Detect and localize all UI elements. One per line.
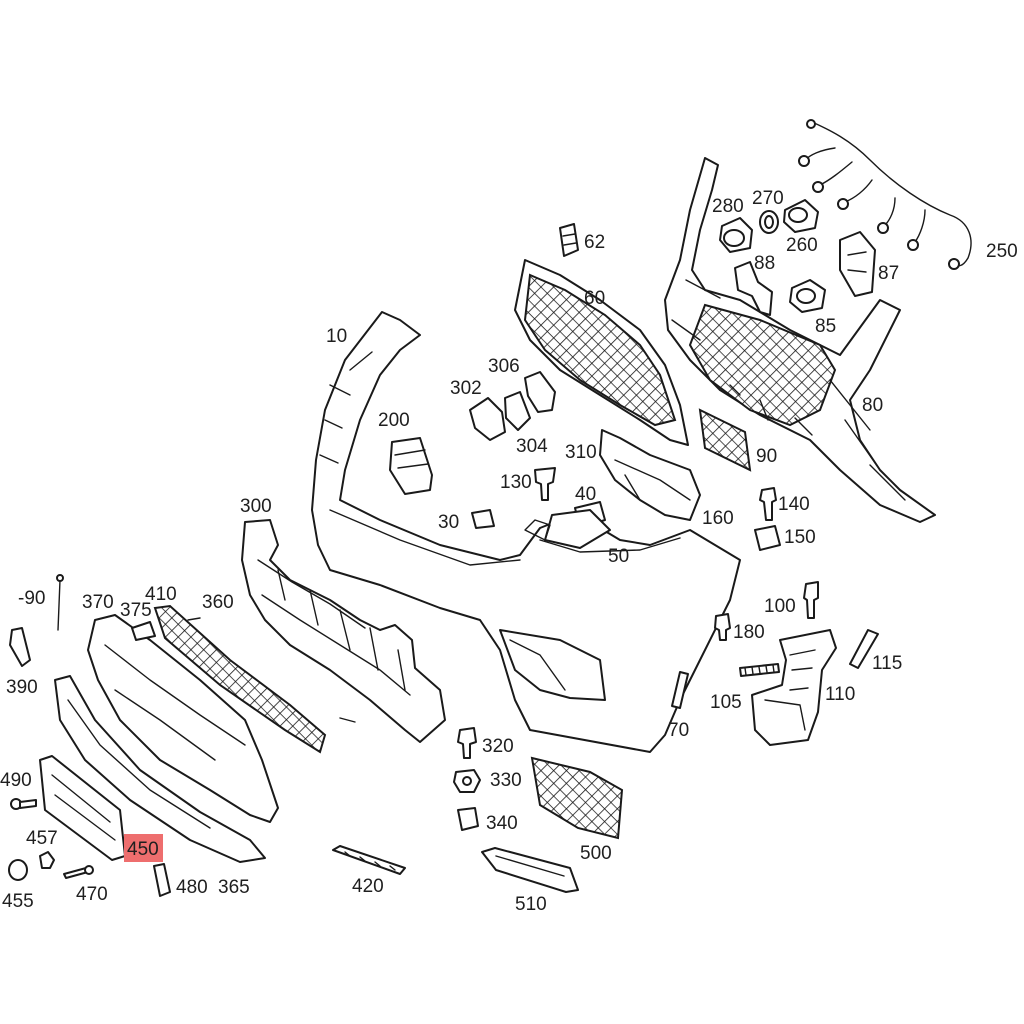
part-390-bracket[interactable]	[9, 627, 31, 667]
label-420: 420	[352, 876, 384, 897]
part-340-clip[interactable]	[457, 807, 479, 831]
label-200: 200	[378, 410, 410, 431]
part-490-screw[interactable]	[10, 798, 37, 810]
label-110: 110	[825, 684, 855, 705]
label-150: 150	[784, 527, 816, 548]
part-306-bracket[interactable]	[524, 371, 556, 413]
label-450-highlight	[124, 834, 163, 862]
label-160: 160	[702, 508, 734, 529]
part-310-bracket[interactable]	[599, 429, 701, 521]
part-500-side-grille[interactable]	[530, 756, 624, 840]
label-270: 270	[752, 188, 784, 209]
label-80: 80	[862, 395, 883, 416]
label-minus90: -90	[18, 588, 45, 609]
part-85-sensor[interactable]	[789, 279, 826, 313]
part-510-trim[interactable]	[481, 847, 579, 893]
part-62-clip[interactable]	[559, 223, 579, 257]
part-130-clip[interactable]	[534, 467, 556, 501]
label-70: 70	[668, 720, 689, 741]
label-360: 360	[202, 592, 234, 613]
label-390: 390	[6, 677, 38, 698]
label-302: 302	[450, 378, 482, 399]
part-140-bolt[interactable]	[759, 487, 777, 521]
part-470-screw[interactable]	[63, 865, 94, 879]
label-260: 260	[786, 235, 818, 256]
label-50: 50	[608, 546, 629, 567]
part-270-ring[interactable]	[759, 210, 779, 234]
label-140: 140	[778, 494, 810, 515]
label-85: 85	[815, 316, 836, 337]
part-370-lower-cover[interactable]	[87, 614, 279, 823]
part-90-grille-insert[interactable]	[698, 408, 752, 472]
label-470: 470	[76, 884, 108, 905]
part-87-bracket[interactable]	[839, 231, 876, 297]
part-10-bumper-cover[interactable]	[311, 311, 741, 753]
label-365: 365	[218, 877, 250, 898]
part-180-bolt[interactable]	[714, 613, 731, 641]
label-100: 100	[764, 596, 796, 617]
part-304-bracket[interactable]	[504, 391, 531, 431]
label-62: 62	[584, 232, 605, 253]
part-70-reflector-strip[interactable]	[671, 671, 689, 709]
label-60: 60	[584, 288, 605, 309]
label-375: 375	[120, 600, 152, 621]
part-375-clip[interactable]	[131, 621, 156, 641]
part-365-spoiler-lip[interactable]	[54, 675, 266, 863]
part-80-bumper-carrier[interactable]	[664, 157, 936, 523]
part-480-clip[interactable]	[153, 863, 171, 897]
label-40: 40	[575, 484, 596, 505]
label-115: 115	[872, 653, 902, 674]
part-330-grommet[interactable]	[453, 769, 481, 793]
label-90: 90	[756, 446, 777, 467]
part-88-bracket[interactable]	[734, 261, 773, 316]
part-260-sensor[interactable]	[783, 199, 819, 233]
label-105: 105	[710, 692, 742, 713]
label-130: 130	[500, 472, 532, 493]
part-457-nut[interactable]	[39, 851, 55, 869]
part-455-cap[interactable]	[8, 859, 28, 881]
label-310: 310	[565, 442, 597, 463]
part-420-trim-strip[interactable]	[332, 845, 406, 875]
label-88: 88	[754, 253, 775, 274]
part-302-bracket[interactable]	[469, 397, 506, 441]
label-480: 480	[176, 877, 208, 898]
label-410: 410	[145, 584, 177, 605]
label-300: 300	[240, 496, 272, 517]
part-60-grille[interactable]	[514, 259, 689, 446]
label-330: 330	[490, 770, 522, 791]
label-280: 280	[712, 196, 744, 217]
part-300-impact-absorber[interactable]	[241, 519, 446, 743]
callout-labels: 10 60 62 280 270 260 250 88 87 85 80 306…	[0, 188, 1018, 915]
label-87: 87	[878, 263, 899, 284]
label-10: 10	[326, 326, 347, 347]
part-115-trim-strip[interactable]	[849, 629, 879, 669]
label-340: 340	[486, 813, 518, 834]
label-250: 250	[986, 241, 1018, 262]
label-306: 306	[488, 356, 520, 377]
part-360-bracket[interactable]	[187, 617, 356, 723]
part-minus90-cable-tie[interactable]	[56, 574, 64, 631]
part-280-sensor[interactable]	[719, 217, 753, 253]
label-490: 490	[0, 770, 32, 791]
label-510: 510	[515, 894, 547, 915]
label-180: 180	[733, 622, 765, 643]
label-450: 450	[127, 839, 159, 860]
label-455: 455	[2, 891, 34, 912]
label-320: 320	[482, 736, 514, 757]
label-457: 457	[26, 828, 58, 849]
part-320-bolt[interactable]	[457, 727, 477, 759]
label-370: 370	[82, 592, 114, 613]
label-500: 500	[580, 843, 612, 864]
part-105-screw[interactable]	[739, 663, 780, 677]
part-110-wheel-arch-liner[interactable]	[751, 629, 837, 746]
label-304: 304	[516, 436, 548, 457]
part-30-nut[interactable]	[471, 509, 495, 529]
label-30: 30	[438, 512, 459, 533]
part-100-clip[interactable]	[803, 581, 819, 619]
part-200-module[interactable]	[389, 437, 433, 495]
part-250-wiring-harness[interactable]	[798, 119, 972, 270]
part-150-clip[interactable]	[754, 525, 781, 551]
part-410-lower-grille[interactable]	[153, 604, 327, 754]
